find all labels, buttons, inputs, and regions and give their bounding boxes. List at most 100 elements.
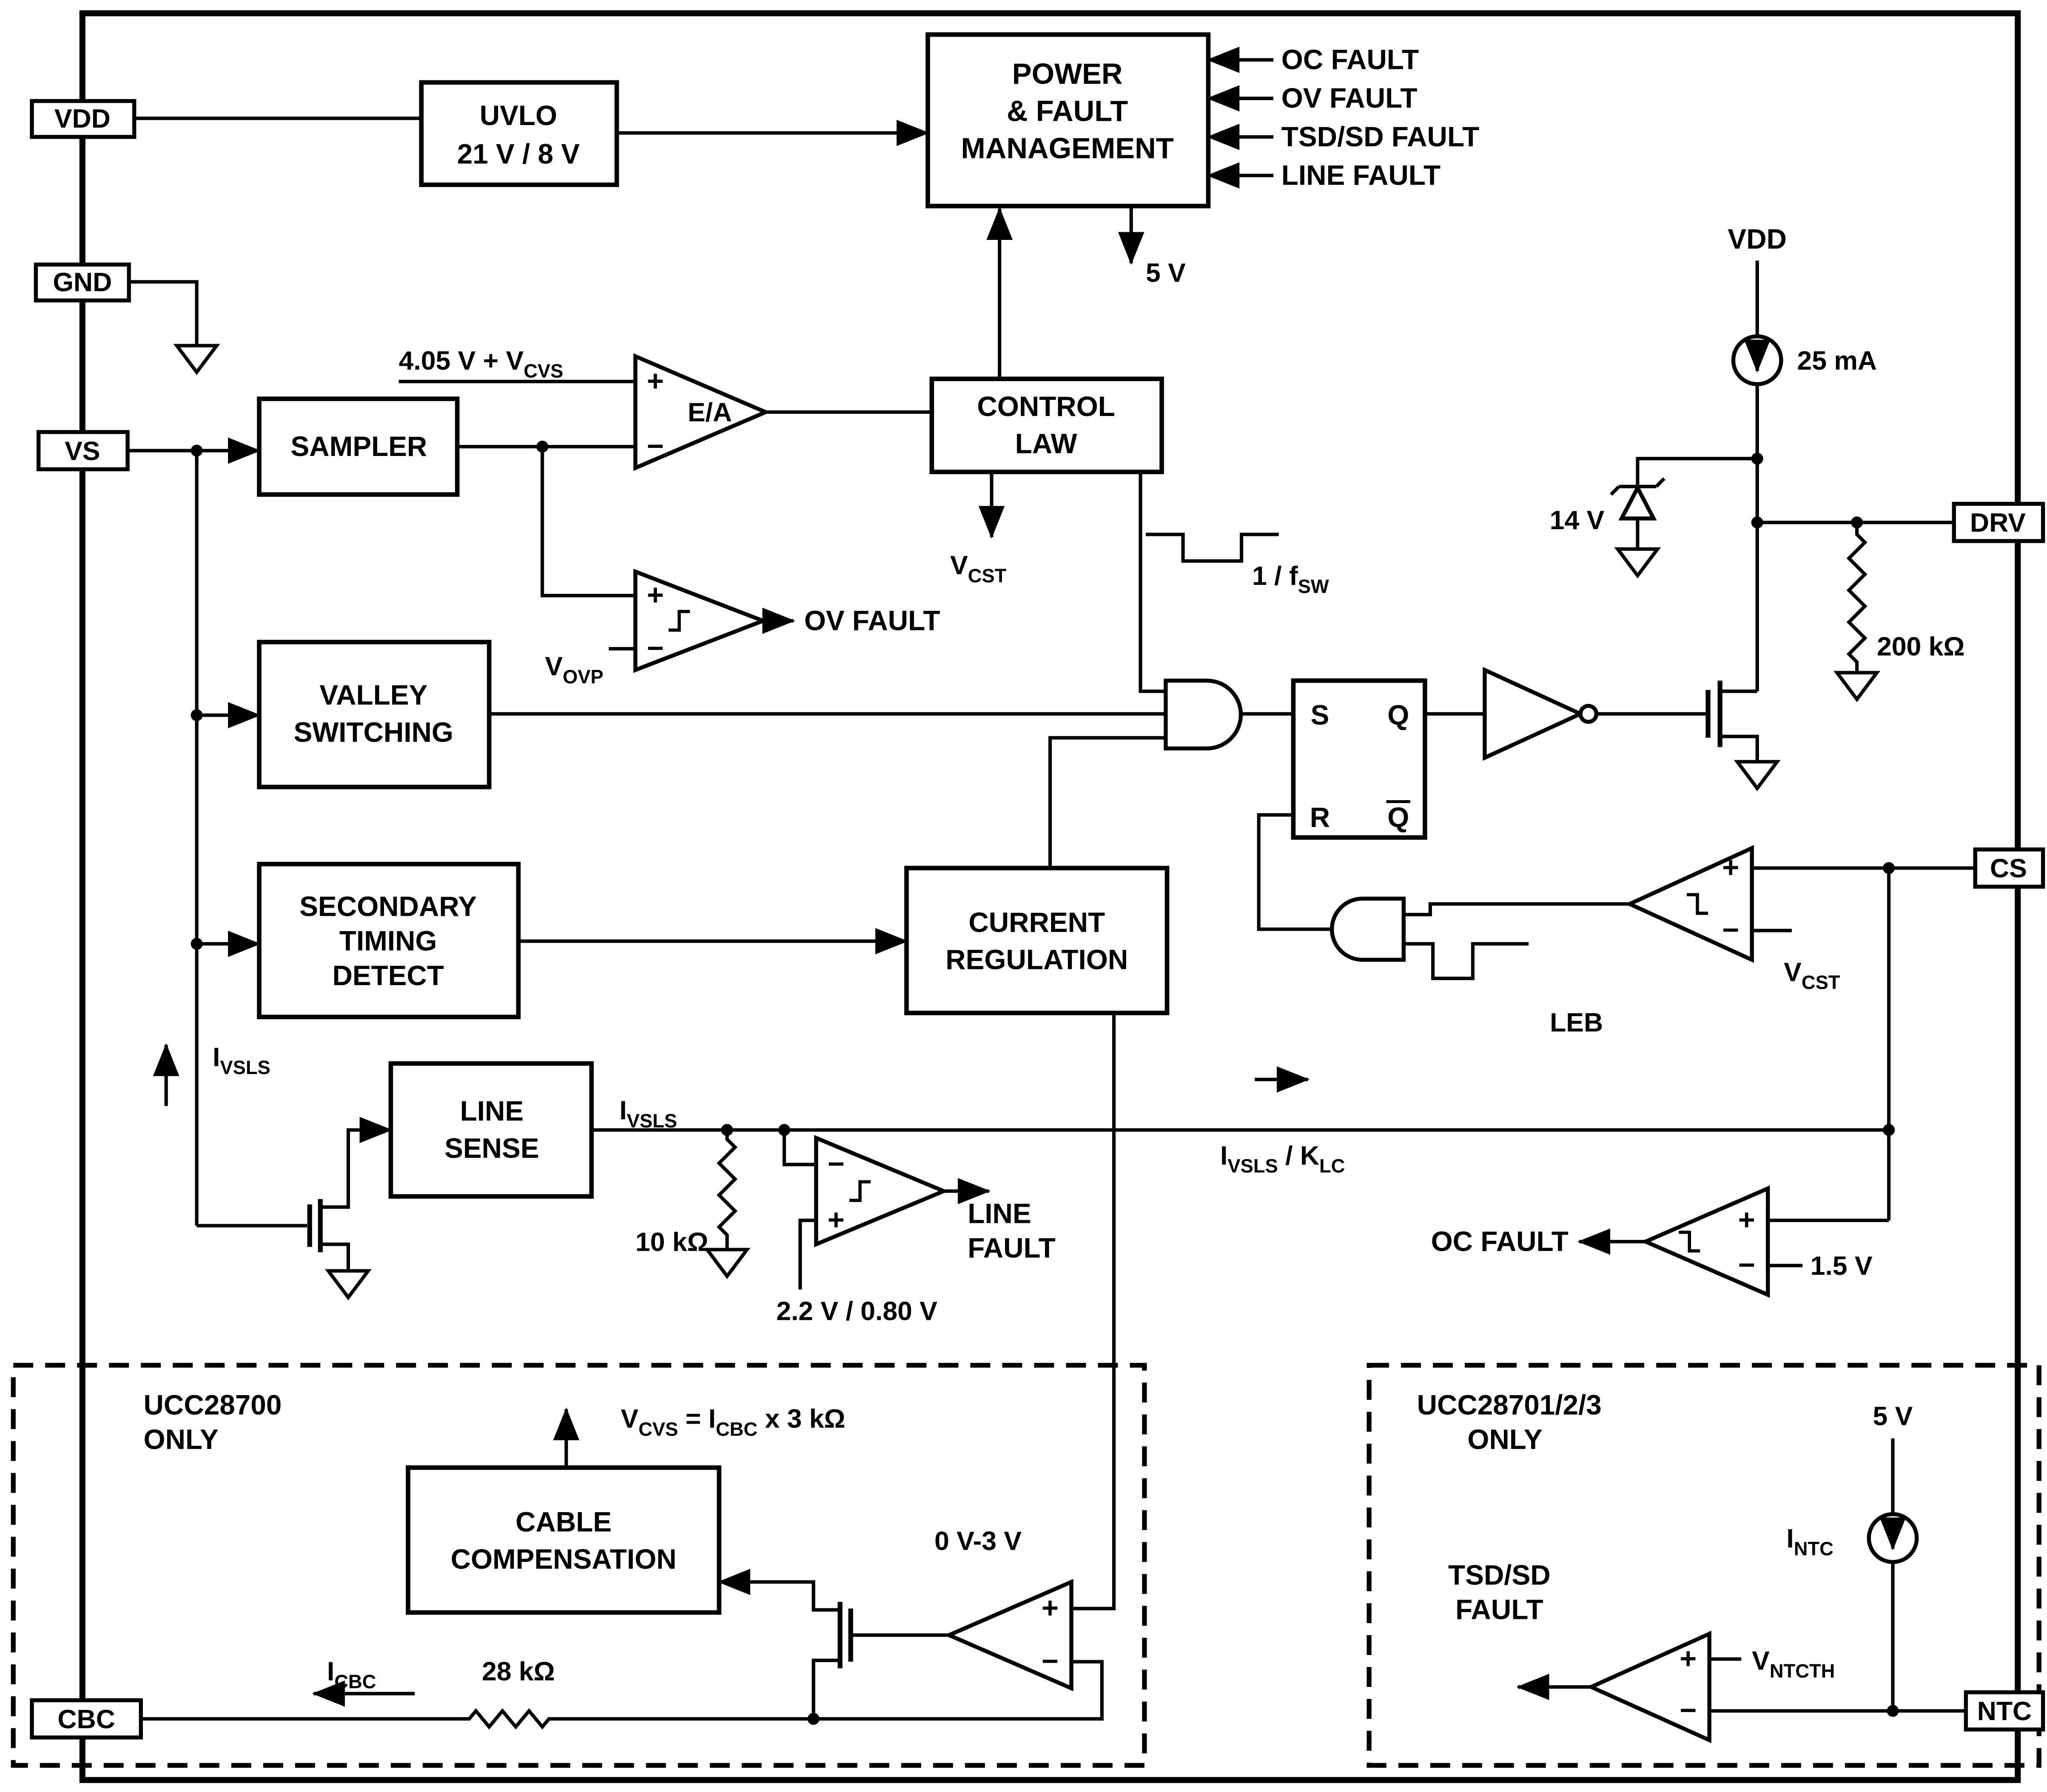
- tsd-comparator: + −: [1586, 1630, 1711, 1744]
- label-10k: 10 kΩ: [635, 1227, 709, 1257]
- cc-plus-sign: +: [1042, 1592, 1059, 1624]
- line-sense-line1: LINE: [460, 1096, 524, 1127]
- label-leb: LEB: [1550, 1008, 1603, 1037]
- label-vovp: VOVP: [545, 652, 603, 688]
- label-vntcth: VNTCTH: [1752, 1646, 1835, 1682]
- label-vcst-out: VCST: [950, 550, 1007, 587]
- hysteresis-icon: [849, 1180, 871, 1202]
- block-line-sense: LINE SENSE: [388, 1061, 594, 1199]
- label-25ma: 25 mA: [1797, 346, 1877, 376]
- line-sense-mosfet: [307, 1199, 323, 1253]
- resistor-200k: [1846, 522, 1868, 673]
- current-reg-line1: CURRENT: [968, 907, 1105, 938]
- resistor-28k: [460, 1708, 557, 1730]
- cs-minus-sign: −: [1722, 914, 1739, 946]
- block-control-law: CONTROL LAW: [929, 376, 1164, 474]
- label-5v: 5 V: [1146, 258, 1186, 288]
- block-current-regulation: CURRENT REGULATION: [904, 866, 1170, 1015]
- ea-plus-sign: +: [647, 365, 664, 397]
- label-ucc28701-only: ONLY: [1467, 1424, 1542, 1455]
- label-0v-3v: 0 V-3 V: [934, 1526, 1022, 1556]
- ovp-comparator: + −: [633, 569, 769, 673]
- current-source-25ma: [1731, 334, 1783, 386]
- and-gate-main: [1164, 678, 1243, 751]
- tsd-plus-sign: +: [1680, 1642, 1697, 1675]
- cs-plus-sign: +: [1722, 851, 1739, 884]
- label-vcst-cs: VCST: [1784, 957, 1840, 993]
- ovp-plus-sign: +: [647, 578, 664, 611]
- cc-minus-sign: −: [1042, 1645, 1059, 1678]
- label-ucc28700-only: ONLY: [144, 1424, 219, 1455]
- ov-fault-input-label: OV FAULT: [1281, 83, 1418, 114]
- pin-cbc: CBC: [30, 1698, 143, 1740]
- pin-vs: VS: [36, 430, 130, 471]
- pin-vs-label: VS: [65, 436, 100, 466]
- control-law-line2: LAW: [1015, 428, 1077, 459]
- junction-dots: [191, 441, 1899, 1725]
- fsw-waveform-icon: [1146, 533, 1279, 563]
- label-tsd-fault2: FAULT: [1455, 1594, 1543, 1625]
- signal-wires: [128, 46, 1976, 1721]
- label-icbc: ICBC: [327, 1656, 376, 1692]
- sampler-label: SAMPLER: [290, 431, 427, 462]
- driver-inverter: [1483, 667, 1599, 761]
- label-ivsls-klc: IVSLS / KLC: [1220, 1141, 1345, 1177]
- pfm-line2: & FAULT: [1007, 94, 1128, 127]
- current-reg-line2: REGULATION: [945, 944, 1128, 975]
- pin-vdd-label: VDD: [54, 104, 111, 134]
- oc-fault-input-label: OC FAULT: [1281, 44, 1419, 75]
- ucc28701-only-box: [1367, 1363, 2041, 1768]
- label-line-fault-out1: LINE: [968, 1198, 1031, 1229]
- label-ucc28701: UCC28701/2/3: [1417, 1389, 1602, 1420]
- latch-r: R: [1310, 802, 1330, 833]
- cable-comp-comparator: + −: [944, 1578, 1073, 1692]
- label-fsw: 1 / fSW: [1252, 561, 1329, 597]
- std-line2: TIMING: [339, 926, 437, 957]
- label-oc-fault-out: OC FAULT: [1431, 1226, 1569, 1257]
- pin-ntc-label: NTC: [1977, 1696, 2032, 1726]
- label-ucc28700: UCC28700: [144, 1389, 282, 1420]
- tsd-fault-input-label: TSD/SD FAULT: [1281, 121, 1479, 152]
- valley-line1: VALLEY: [319, 679, 427, 710]
- valley-line2: SWITCHING: [293, 717, 453, 748]
- pin-drv: DRV: [1952, 501, 2045, 543]
- latch-s: S: [1311, 699, 1330, 730]
- current-source-ntc: [1867, 1512, 1919, 1564]
- error-amplifier: + − E/A: [633, 353, 771, 471]
- latch-q-bar: Q: [1387, 802, 1409, 833]
- and-gate-leb: [1330, 897, 1406, 962]
- line-fault-input-label: LINE FAULT: [1281, 160, 1441, 191]
- label-28k: 28 kΩ: [482, 1656, 555, 1686]
- resistor-10k: [717, 1130, 738, 1250]
- cable-comp-line2: COMPENSATION: [451, 1544, 677, 1575]
- label-5v-ntc: 5 V: [1873, 1401, 1913, 1431]
- ovp-minus-sign: −: [647, 632, 664, 664]
- lf-plus-sign: +: [828, 1203, 845, 1236]
- block-power-fault-management: POWER & FAULT MANAGEMENT: [925, 32, 1211, 208]
- tsd-minus-sign: −: [1680, 1694, 1697, 1726]
- pin-vdd: VDD: [30, 99, 137, 139]
- label-line-threshold: 2.2 V / 0.80 V: [776, 1296, 937, 1326]
- pin-cbc-label: CBC: [57, 1704, 115, 1734]
- hysteresis-icon: [669, 610, 690, 632]
- pfm-line1: POWER: [1012, 57, 1123, 90]
- pin-ntc: NTC: [1964, 1690, 2045, 1732]
- cable-comp-mosfet: [837, 1602, 853, 1669]
- cs-comparator: + −: [1625, 845, 1754, 963]
- std-line3: DETECT: [332, 960, 444, 991]
- label-vdd-rail: VDD: [1728, 223, 1787, 254]
- block-cable-compensation: CABLE COMPENSATION: [406, 1465, 722, 1615]
- pin-drv-label: DRV: [1970, 508, 2026, 538]
- block-sampler: SAMPLER: [257, 396, 460, 497]
- block-secondary-timing-detect: SECONDARY TIMING DETECT: [257, 862, 521, 1020]
- label-intc: INTC: [1786, 1524, 1833, 1560]
- ea-minus-sign: −: [647, 430, 664, 462]
- hysteresis-icon: [1687, 893, 1708, 915]
- pin-gnd: GND: [34, 262, 131, 303]
- uvlo-threshold: 21 V / 8 V: [457, 138, 580, 169]
- label-ivsls-node: IVSLS: [619, 1096, 677, 1132]
- zener-diode-14v: [1610, 477, 1666, 521]
- label-ivsls-left: IVSLS: [213, 1043, 270, 1079]
- output-mosfet: [1705, 681, 1722, 747]
